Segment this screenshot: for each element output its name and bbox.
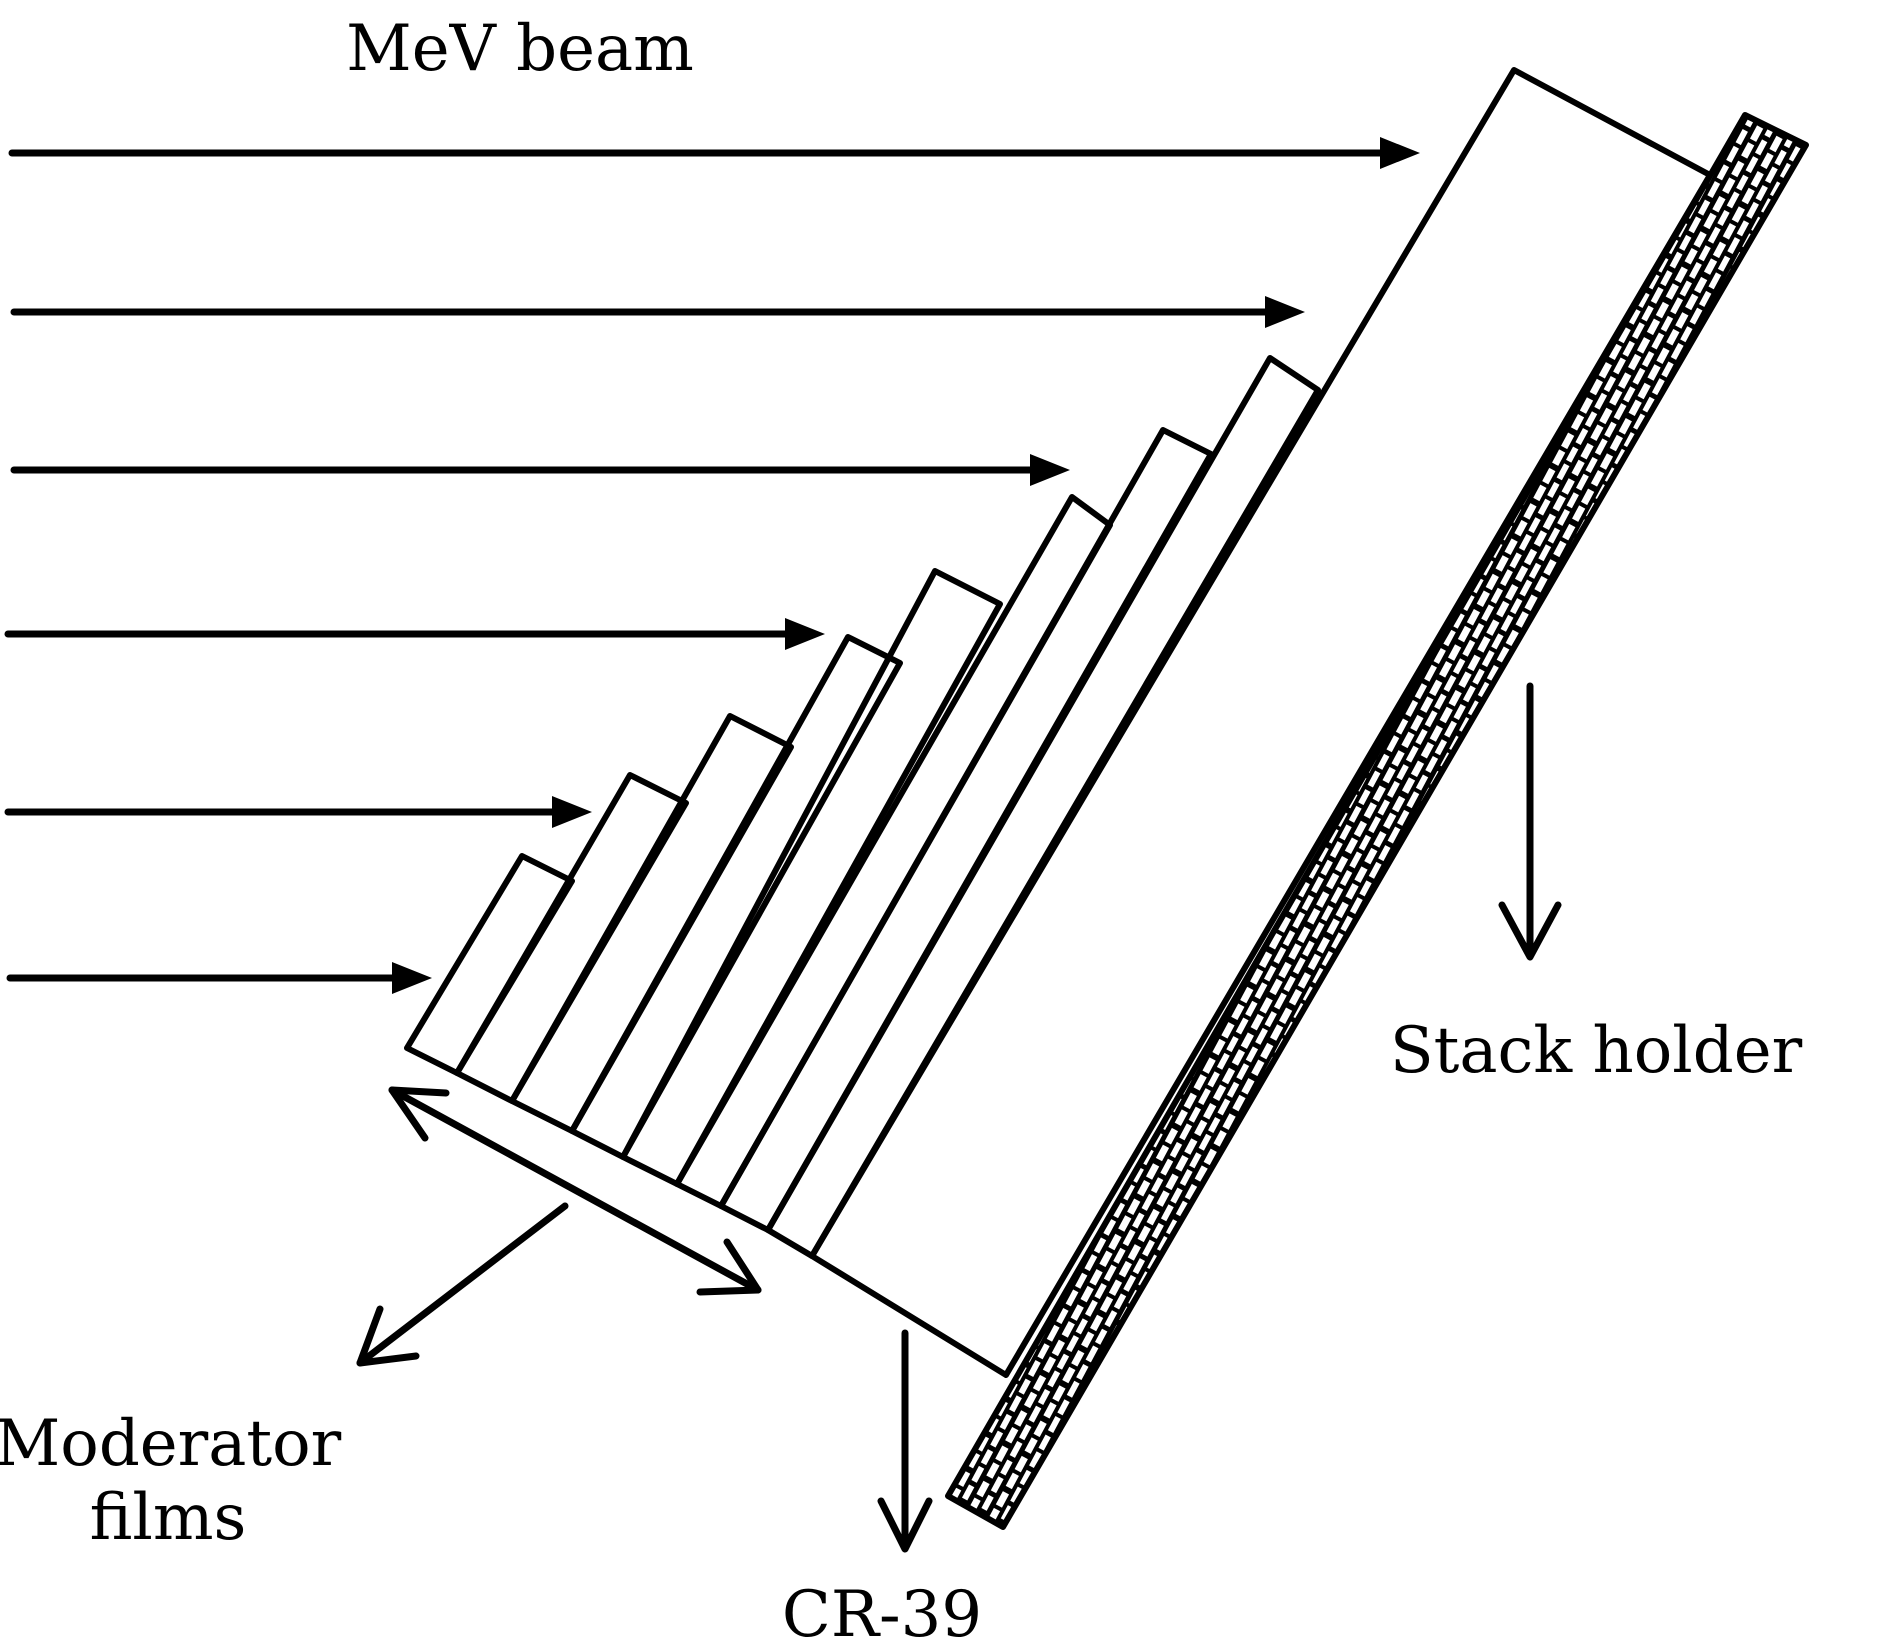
- beam-arrows: [4, 137, 1420, 994]
- moderator-film: [569, 634, 903, 1160]
- moderator-film: [620, 568, 1003, 1187]
- moderator-pointer-arrow: [356, 1202, 569, 1367]
- moderator-film: [718, 427, 1214, 1233]
- beam-arrow: [10, 296, 1305, 328]
- cr39-pointer-arrow: [877, 1329, 933, 1553]
- moderator-film: [765, 355, 1321, 1259]
- moderator-films: [404, 355, 1321, 1259]
- stack-holder: [945, 112, 1809, 1530]
- beam-arrow: [6, 962, 432, 994]
- moderator-label-line2: films: [90, 1481, 247, 1555]
- stack-holder-label: Stack holder: [1390, 1014, 1803, 1088]
- moderator-film: [404, 853, 575, 1076]
- moderator-film: [454, 772, 689, 1104]
- beam-arrow: [8, 137, 1420, 169]
- cr39-detector: [809, 67, 1713, 1378]
- beam-label: MeV beam: [346, 12, 694, 86]
- film-width-arrow: [388, 1086, 762, 1296]
- beam-arrow: [10, 454, 1070, 486]
- moderator-label-line1: Moderator: [0, 1407, 342, 1481]
- moderator-film: [509, 713, 794, 1134]
- beam-arrow: [4, 618, 825, 650]
- cr39-label: CR-39: [782, 1578, 982, 1639]
- stack-holder-pointer-arrow: [1498, 682, 1562, 961]
- beam-arrow: [4, 796, 592, 828]
